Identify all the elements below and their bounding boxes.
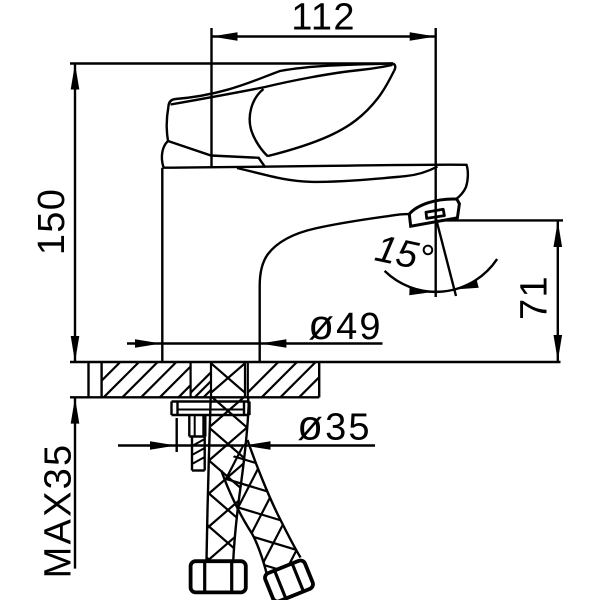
svg-text:MAX35: MAX35 bbox=[38, 443, 80, 579]
svg-text:150: 150 bbox=[31, 188, 73, 255]
svg-text:ø35: ø35 bbox=[297, 402, 372, 449]
svg-text:71: 71 bbox=[514, 275, 556, 320]
svg-text:ø49: ø49 bbox=[308, 301, 383, 348]
svg-text:112: 112 bbox=[291, 0, 355, 39]
